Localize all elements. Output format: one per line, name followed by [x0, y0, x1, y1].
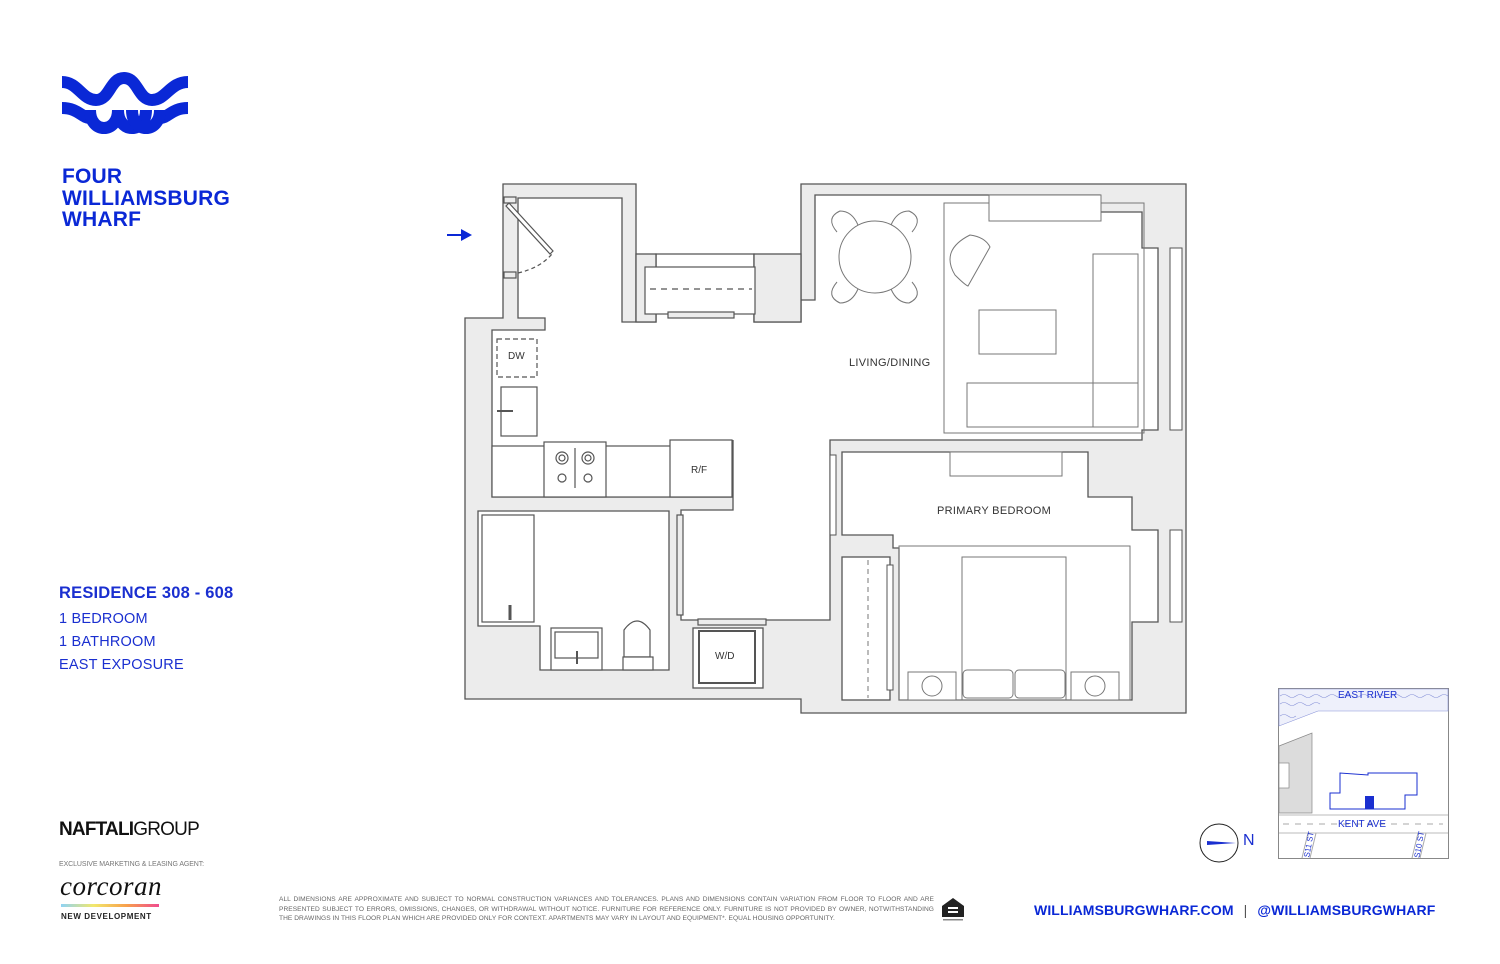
bathroom-count: 1 BATHROOM — [59, 634, 156, 650]
map-label-river: EAST RIVER — [1338, 690, 1398, 701]
compass-label: N — [1243, 832, 1255, 849]
map-label-avenue: KENT AVE — [1338, 819, 1386, 830]
residence-title: RESIDENCE 308 - 608 — [59, 584, 234, 602]
agent-label: EXCLUSIVE MARKETING & LEASING AGENT: — [59, 861, 204, 868]
agent-logo: corcoran — [60, 871, 162, 901]
developer-light: GROUP — [133, 819, 199, 840]
agent-gradient-bar — [61, 904, 159, 907]
room-label-bedroom: PRIMARY BEDROOM — [937, 505, 1052, 517]
entry-arrow-icon — [447, 229, 472, 241]
brand-line-3: WHARF — [62, 208, 142, 231]
brand-line-1: FOUR — [62, 165, 123, 188]
developer-logo: NAFTALIGROUP — [59, 819, 200, 841]
developer-bold: NAFTALI — [59, 819, 134, 840]
fridge-label: R/F — [691, 465, 708, 476]
footer-separator: | — [1243, 902, 1248, 918]
wave-w-logo-icon — [61, 71, 189, 134]
dishwasher-label: DW — [508, 351, 525, 362]
room-label-living: LIVING/DINING — [849, 357, 931, 369]
bedroom-count: 1 BEDROOM — [59, 611, 148, 627]
website-and-handle: WILLIAMSBURGWHARF.COM | @WILLIAMSBURGWHA… — [1034, 902, 1435, 918]
location-key-map — [1278, 688, 1449, 859]
compass-north-icon — [1199, 823, 1239, 863]
exposure: EAST EXPOSURE — [59, 657, 184, 673]
equal-housing-icon — [942, 898, 964, 921]
brand-name: FOUR WILLIAMSBURG WHARF — [62, 166, 230, 231]
legal-disclaimer: All dimensions are approximate and subje… — [279, 896, 934, 923]
washer-dryer-label: W/D — [715, 651, 735, 662]
brand-line-2: WILLIAMSBURG — [62, 186, 231, 210]
agent-division: NEW DEVELOPMENT — [61, 912, 152, 921]
website-link[interactable]: WILLIAMSBURGWHARF.COM — [1034, 902, 1234, 918]
social-handle-link[interactable]: @WILLIAMSBURGWHARF — [1257, 902, 1436, 918]
